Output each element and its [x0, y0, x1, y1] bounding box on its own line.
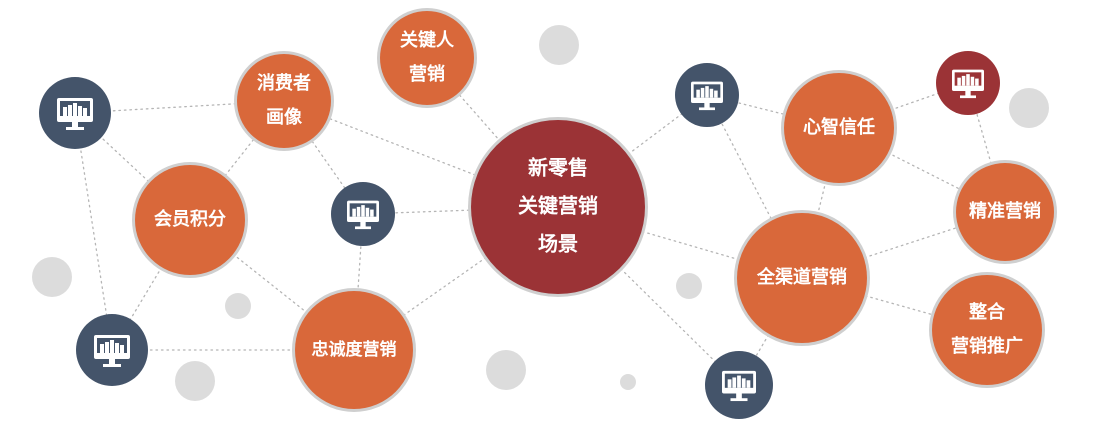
- decorative-bubble: [486, 350, 526, 390]
- topic-node-circle: [956, 163, 1054, 261]
- monitor-chart-icon: [347, 200, 379, 230]
- center-node-label: 新零售: [528, 156, 588, 180]
- center-node-circle: [471, 120, 645, 294]
- decorative-bubble: [32, 257, 72, 297]
- icon-node: [331, 182, 395, 246]
- center-node-label: 关键营销: [518, 194, 598, 218]
- decorative-bubble: [539, 25, 579, 65]
- decorative-bubble: [1009, 88, 1049, 128]
- topic-node[interactable]: 会员积分: [132, 162, 248, 278]
- monitor-chart-icon: [691, 81, 723, 111]
- topic-node-label: 全渠道营销: [756, 266, 847, 288]
- icon-node: [76, 314, 148, 386]
- icon-node: [705, 351, 773, 419]
- decorative-bubble: [620, 374, 636, 390]
- decorative-bubble: [676, 273, 702, 299]
- connector-line: [74, 112, 113, 351]
- topic-node-label: 心智信任: [803, 116, 875, 138]
- center-node-label: 场景: [538, 232, 578, 256]
- connector-line: [801, 127, 840, 279]
- decorative-bubble: [225, 293, 251, 319]
- nodes: 新零售关键营销场景关键人营销消费者画像会员积分忠诚度营销心智信任精准营销全渠道营…: [39, 8, 1057, 419]
- monitor-chart-icon: [952, 69, 984, 99]
- topic-node[interactable]: 忠诚度营销: [292, 288, 416, 412]
- topic-node-circle: [784, 73, 894, 183]
- topic-node-label: 营销推广: [951, 335, 1023, 357]
- decorative-bubbles: [32, 25, 1049, 401]
- topic-node-circle: [135, 165, 245, 275]
- topic-node[interactable]: 全渠道营销: [734, 210, 870, 346]
- topic-node-circle: [295, 291, 413, 409]
- topic-node-label: 忠诚度营销: [312, 339, 397, 360]
- topic-node-circle: [380, 11, 474, 105]
- topic-node-circle: [737, 213, 867, 343]
- topic-node-label: 关键人: [400, 29, 455, 51]
- topic-node-label: 会员积分: [154, 208, 226, 230]
- icon-node: [39, 77, 111, 149]
- monitor-chart-icon: [722, 370, 756, 402]
- icon-node: [675, 63, 739, 127]
- icon-node: [936, 51, 1000, 115]
- connector-line: [557, 206, 740, 386]
- topic-node-circle: [932, 275, 1042, 385]
- topic-node-circle: [237, 54, 331, 148]
- topic-node-label: 精准营销: [969, 200, 1041, 222]
- monitor-chart-icon: [94, 335, 130, 367]
- connector-line: [557, 206, 803, 279]
- decorative-bubble: [175, 361, 215, 401]
- topic-node[interactable]: 心智信任: [781, 70, 897, 186]
- topic-node[interactable]: 精准营销: [953, 160, 1057, 264]
- monitor-chart-icon: [57, 98, 93, 130]
- connector-line: [74, 112, 191, 221]
- topic-node-label: 消费者: [257, 72, 311, 94]
- topic-node-label: 营销: [409, 63, 445, 85]
- topic-node-label: 整合: [968, 301, 1006, 323]
- topic-node-label: 画像: [266, 107, 303, 128]
- connector-line: [362, 206, 559, 215]
